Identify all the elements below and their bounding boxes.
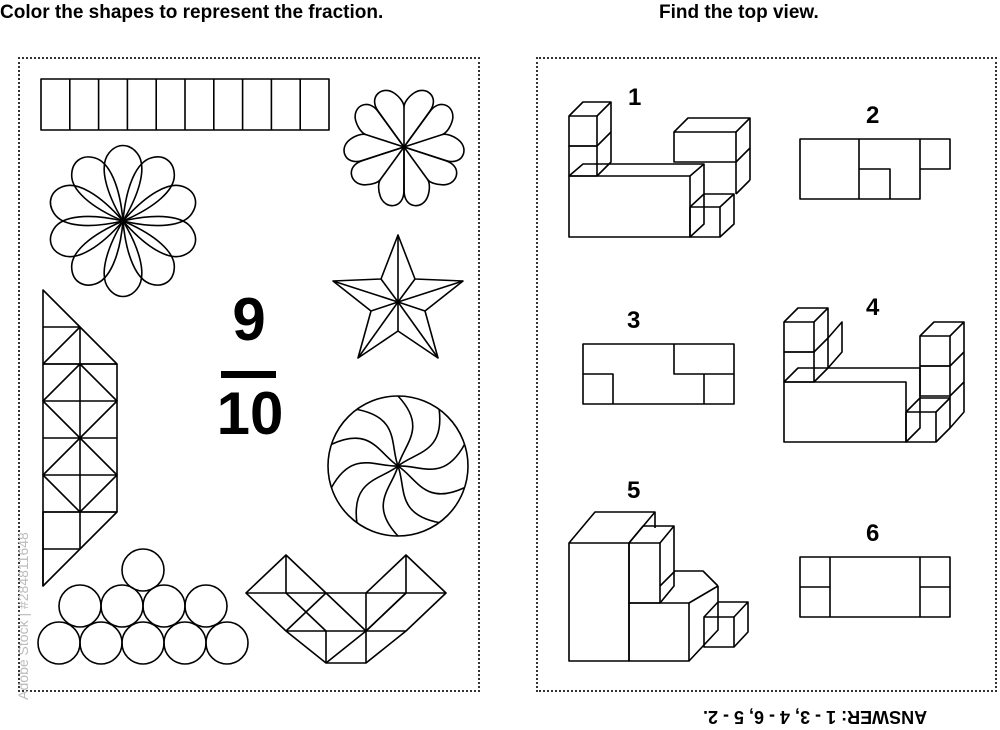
fraction-numerator: 9 <box>232 286 266 353</box>
top-view-6 <box>799 556 951 618</box>
view-number-5: 5 <box>627 477 641 504</box>
fraction-denominator: 10 <box>216 380 284 447</box>
solid-5 <box>568 511 749 662</box>
bar-shape <box>40 78 330 131</box>
view-number-2: 2 <box>866 102 880 129</box>
top-view-worksheet-panel <box>536 57 997 692</box>
circle-pyramid-shape <box>37 548 249 665</box>
stock-watermark: Adobe Stock | #284811648 <box>15 532 31 700</box>
spiral-circle-shape <box>326 395 470 537</box>
view-number-1: 1 <box>628 84 642 111</box>
top-view-3 <box>582 343 735 405</box>
heart-flower-shape <box>340 89 468 211</box>
view-number-3: 3 <box>627 307 641 334</box>
view-number-6: 6 <box>866 520 880 547</box>
solid-4 <box>783 307 965 443</box>
view-number-4: 4 <box>866 294 880 321</box>
top-view-2 <box>799 138 951 200</box>
left-instruction: Color the shapes to represent the fracti… <box>0 2 384 23</box>
triangle-column-shape <box>42 289 118 587</box>
answer-key: ANSWER: 1 - 3, 4 - 6, 5 - 2. <box>703 707 928 727</box>
right-instruction: Find the top view. <box>659 2 819 23</box>
star-shape <box>332 234 464 359</box>
fraction-bar <box>221 371 276 378</box>
big-flower-shape <box>44 144 202 298</box>
solid-1 <box>568 101 751 238</box>
triangle-bowl-shape <box>245 554 447 664</box>
fraction-worksheet-panel <box>18 57 480 692</box>
